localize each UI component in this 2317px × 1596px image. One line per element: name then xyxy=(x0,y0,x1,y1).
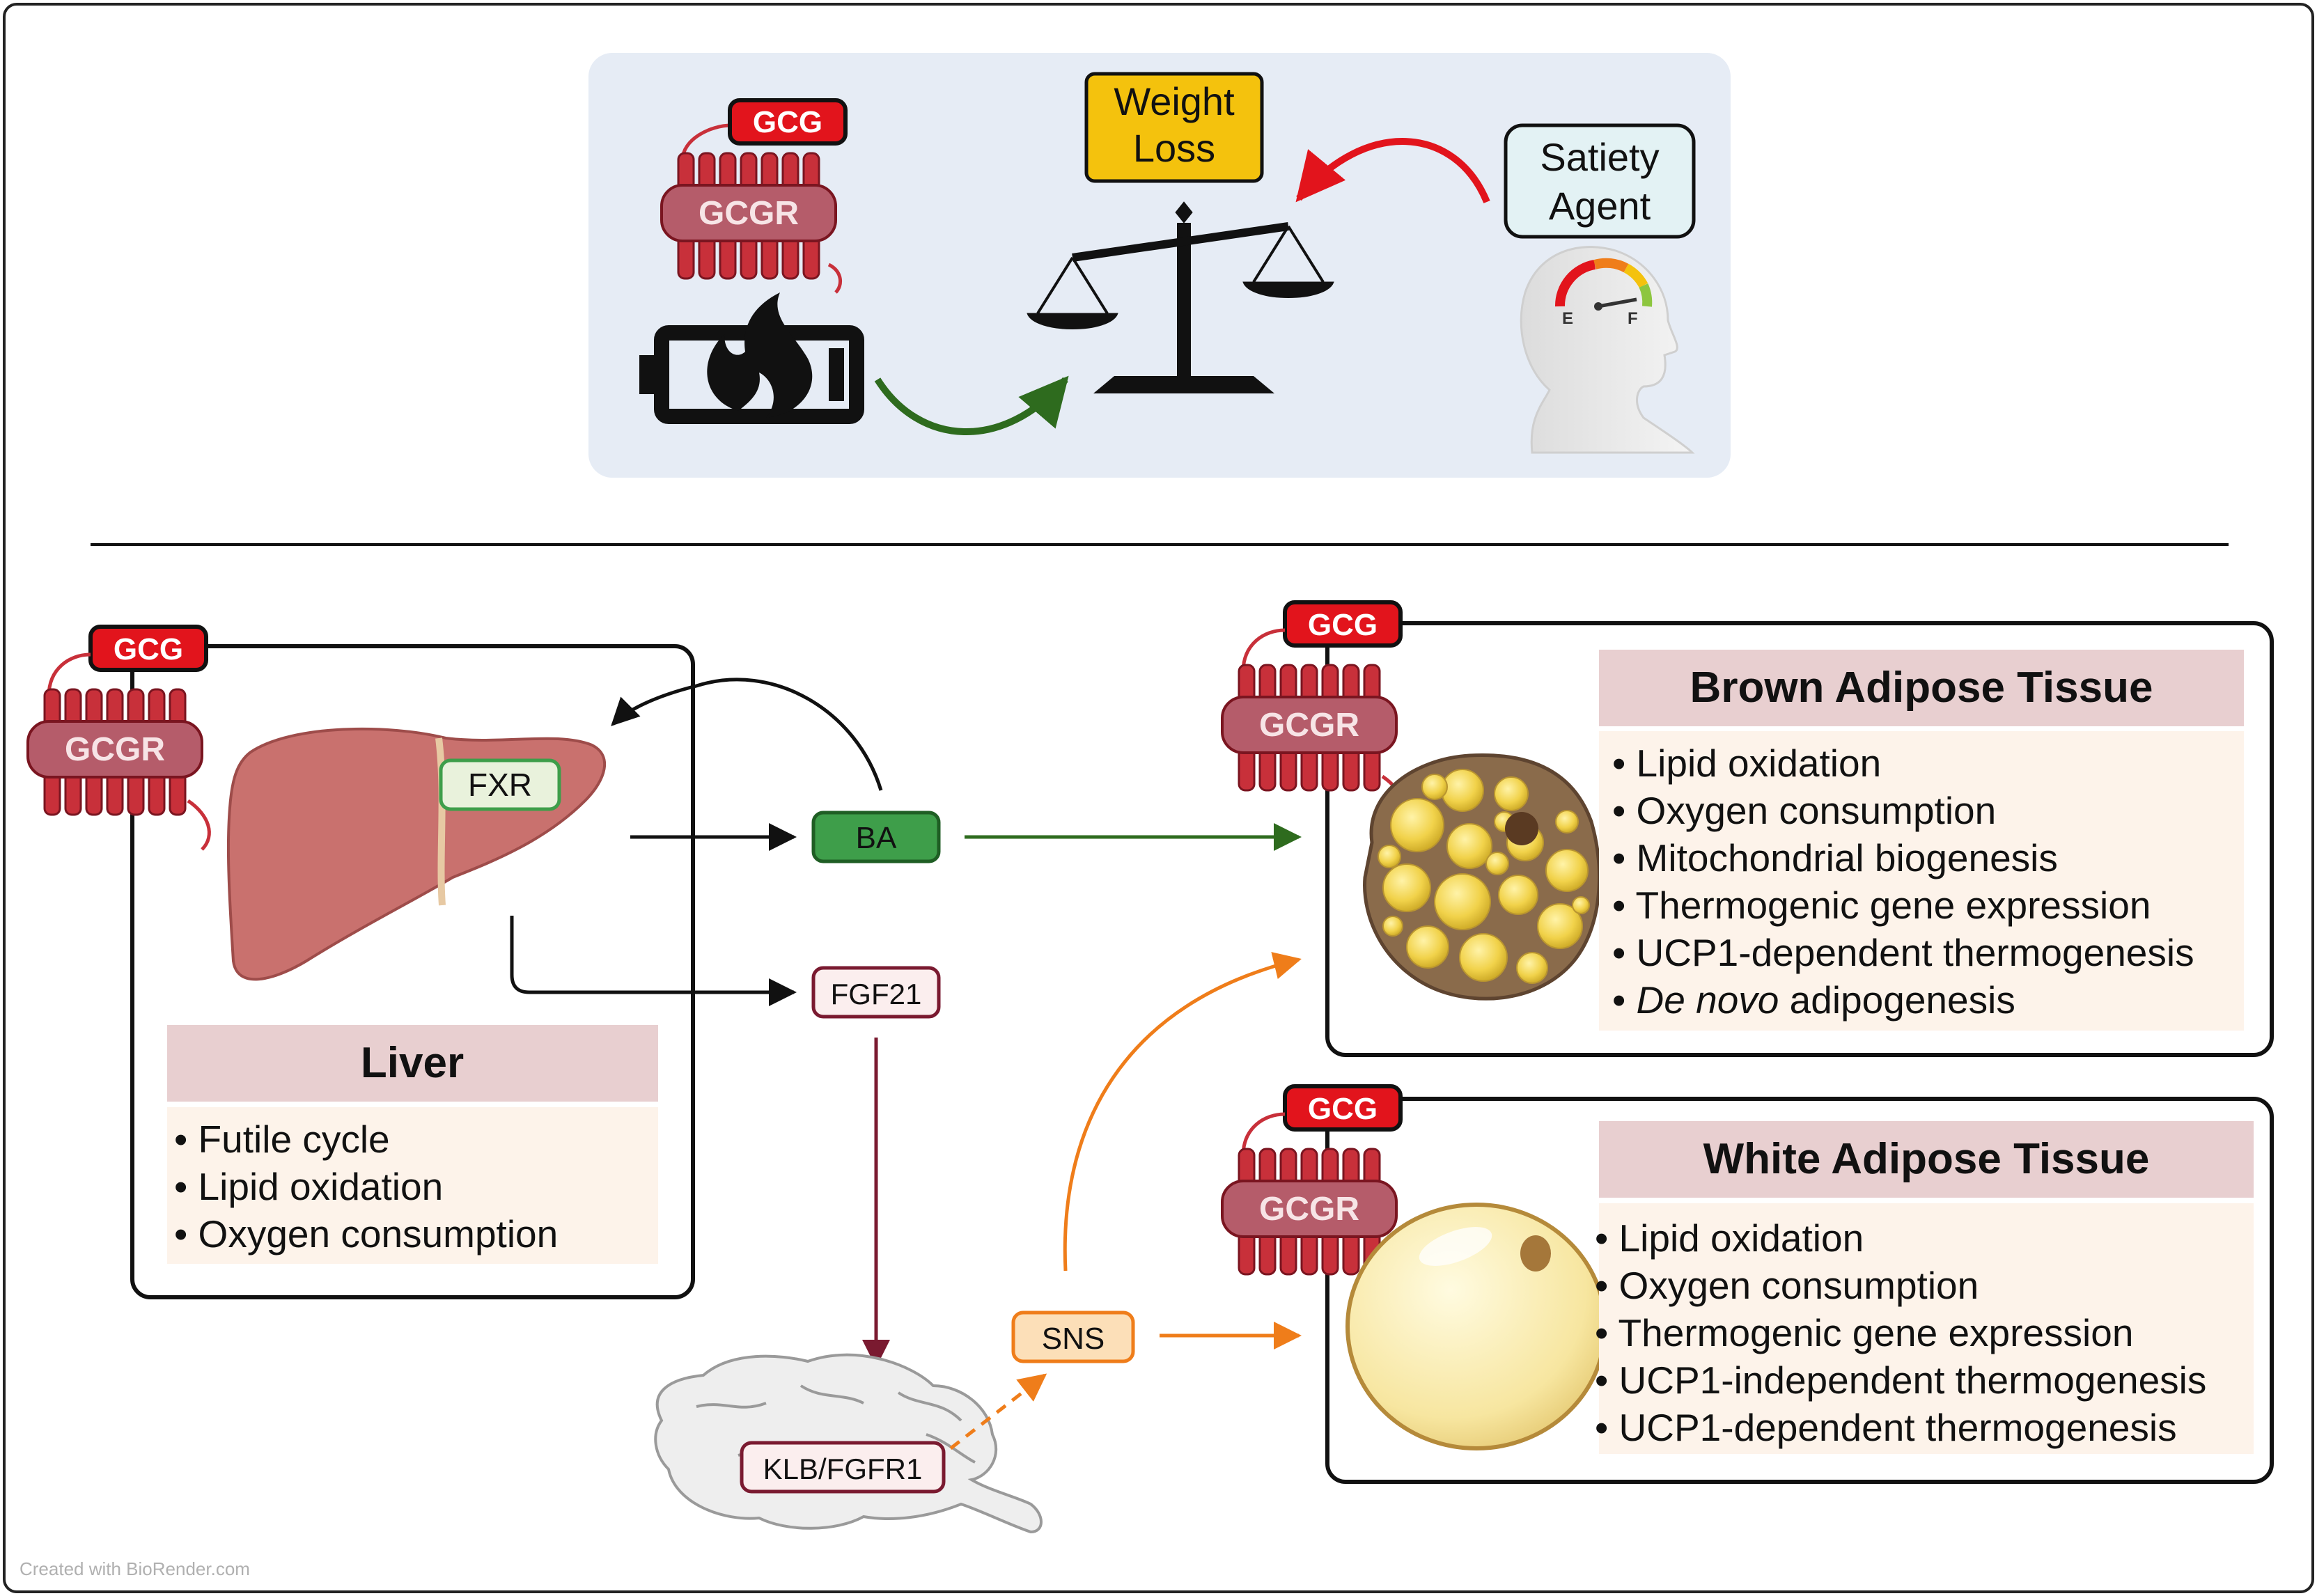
white-adipocyte-icon xyxy=(1345,1203,1607,1450)
satiety-line2: Agent xyxy=(1549,184,1651,228)
bat-effect-4: • Thermogenic gene expression xyxy=(1612,884,2151,927)
wat-gcg-label: GCG xyxy=(1308,1092,1378,1126)
satiety-line1: Satiety xyxy=(1540,135,1659,179)
sns-label: SNS xyxy=(1042,1322,1105,1356)
biorender-credit: Created with BioRender.com xyxy=(19,1558,250,1579)
ba-pill xyxy=(811,811,941,863)
bat-effect-5: • UCP1-dependent thermogenesis xyxy=(1612,931,2194,974)
satiety-arrow xyxy=(1295,138,1490,203)
bat-effect-6: • De novo adipogenesis xyxy=(1612,978,2015,1022)
wat-gcg-receptor: GCG GCGR xyxy=(1221,1084,1405,1311)
wat-effect-2: • Oxygen consumption xyxy=(1595,1264,1979,1307)
wat-effect-4: • UCP1-independent thermogenesis xyxy=(1595,1359,2206,1402)
outer-frame xyxy=(3,3,2314,1593)
wat-effects-bg xyxy=(1599,1203,2254,1454)
wat-gcgr-label: GCGR xyxy=(1259,1191,1359,1228)
liver-effect-1: • Futile cycle xyxy=(174,1118,390,1161)
top-gcg-tag xyxy=(728,98,848,146)
brown-adipocyte-icon xyxy=(1363,753,1601,1001)
klb-fgfr1-pill xyxy=(740,1441,946,1494)
wat-title-bg xyxy=(1599,1121,2254,1198)
bat-effects-list: • Lipid oxidation • Oxygen consumption •… xyxy=(1612,742,2194,1022)
top-gcgr-label: GCGR xyxy=(699,195,799,232)
fxr-label: FXR xyxy=(468,767,532,803)
fgf21-label: FGF21 xyxy=(831,978,922,1010)
weight-loss-line2: Loss xyxy=(1133,126,1215,170)
weight-loss-line1: Weight xyxy=(1114,79,1235,123)
wat-title: White Adipose Tissue xyxy=(1703,1135,2150,1183)
brain-to-sns-arrow xyxy=(949,1373,1047,1450)
wat-effect-1: • Lipid oxidation xyxy=(1595,1216,1864,1260)
top-gcg-receptor: GCG GCGR xyxy=(660,98,848,294)
bat-title-bg xyxy=(1599,650,2244,726)
wat-effects-list: • Lipid oxidation • Oxygen consumption •… xyxy=(1595,1216,2206,1449)
bat-gcg-label: GCG xyxy=(1308,608,1378,642)
liver-title-bg xyxy=(167,1025,658,1102)
liver-effect-3: • Oxygen consumption xyxy=(174,1212,558,1255)
bat-title: Brown Adipose Tissue xyxy=(1690,664,2153,712)
liver-gcgr-label: GCGR xyxy=(65,731,165,768)
bat-effect-2: • Oxygen consumption xyxy=(1612,789,1996,832)
wat-effect-3: • Thermogenic gene expression xyxy=(1595,1311,2133,1354)
ba-label: BA xyxy=(856,821,897,855)
weight-loss-box xyxy=(1084,72,1264,183)
bat-gcg-receptor: GCG GCGR xyxy=(1221,600,1405,827)
bat-gcgr-label: GCGR xyxy=(1259,707,1359,744)
gauge-full-label: F xyxy=(1628,309,1638,328)
liver-gcg-label: GCG xyxy=(114,632,183,666)
ba-feedback-arrow xyxy=(611,678,883,791)
sns-to-bat-arrow xyxy=(1063,952,1302,1272)
fxr-tag xyxy=(439,758,561,811)
liver-effects-list: • Futile cycle • Lipid oxidation • Oxyge… xyxy=(174,1118,558,1255)
battery-flame-icon xyxy=(639,292,864,424)
liver-effect-2: • Lipid oxidation xyxy=(174,1165,443,1208)
energy-expenditure-arrow xyxy=(874,375,1069,435)
liver-to-fgf21-arrow xyxy=(510,916,797,1006)
liver-title: Liver xyxy=(361,1039,464,1087)
top-panel xyxy=(588,53,1731,478)
sns-pill xyxy=(1011,1311,1135,1363)
head-fullness-icon: E F xyxy=(1520,246,1695,454)
bat-effects-bg xyxy=(1599,731,2244,1031)
balance-scale-icon xyxy=(1027,201,1334,393)
gauge-empty-label: E xyxy=(1562,309,1573,328)
fgf21-pill xyxy=(811,966,941,1019)
liver-gcg-receptor: GCG GCGR xyxy=(26,625,211,851)
top-gcg-label: GCG xyxy=(753,105,822,139)
klb-fgfr1-label: KLB/FGFR1 xyxy=(763,1453,923,1485)
liver-effects-bg xyxy=(167,1107,658,1264)
satiety-agent-box xyxy=(1504,123,1696,239)
bat-effect-3: • Mitochondrial biogenesis xyxy=(1612,836,2058,879)
wat-effect-5: • UCP1-dependent thermogenesis xyxy=(1595,1406,2177,1449)
bat-effect-1: • Lipid oxidation xyxy=(1612,742,1881,785)
